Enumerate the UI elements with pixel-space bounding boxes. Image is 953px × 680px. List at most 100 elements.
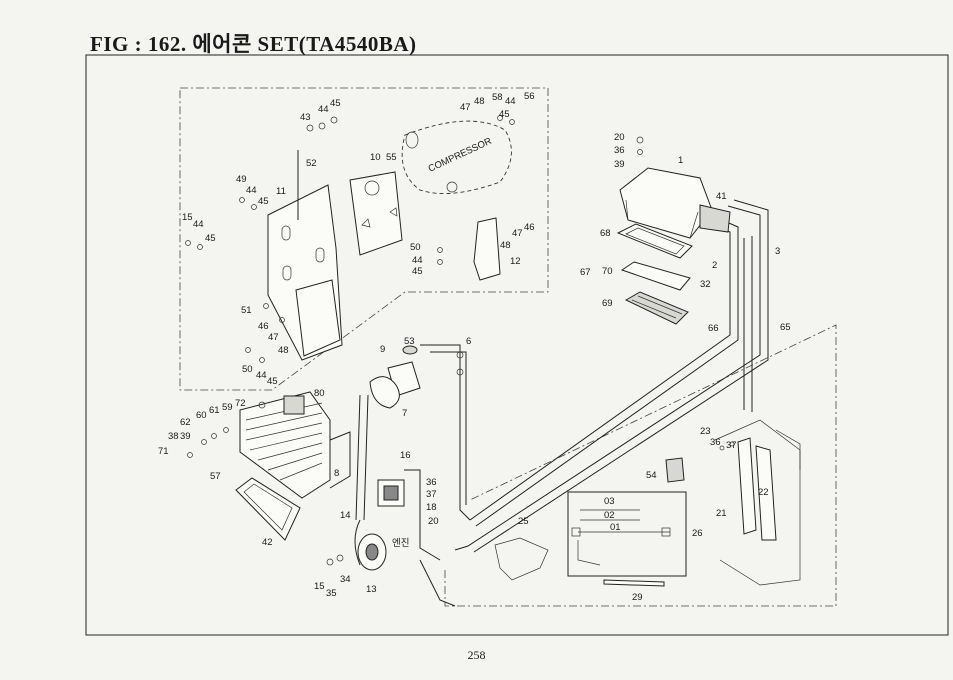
callout-c68: 68 [600,228,611,239]
callout-c71: 71 [158,446,169,457]
callout-c58: 58 [492,92,503,103]
panel-54 [665,457,685,483]
callout-c01: 01 [610,522,621,533]
callout-c14: 14 [340,510,351,521]
callout-c44e: 44 [256,370,267,381]
callout-c45f: 45 [499,109,510,120]
callout-c42: 42 [262,537,273,548]
harness-frame [567,491,687,577]
callout-numbers: 1236789101112131415151618202021222325262… [158,91,791,603]
callout-c26: 26 [692,528,703,539]
callout-c15b: 15 [314,581,325,592]
callout-c44d: 44 [412,255,423,266]
cab-structure [714,419,801,586]
callout-c48b: 48 [278,345,289,356]
callout-c34: 34 [340,574,351,585]
callout-c18: 18 [426,502,437,513]
callout-c39a: 39 [614,159,625,170]
compressor-group-frame [179,87,549,391]
callout-c52: 52 [306,158,317,169]
callout-c10: 10 [370,152,381,163]
callout-c53: 53 [404,336,415,347]
callout-c20a: 20 [614,132,625,143]
callout-c54: 54 [646,470,657,481]
callout-c72: 72 [235,398,246,409]
callout-c38: 38 [168,431,179,442]
callout-c43: 43 [300,112,311,123]
callout-c16: 16 [400,450,411,461]
callout-c39b: 39 [180,431,191,442]
callout-c36b: 36 [710,437,721,448]
callout-c8: 8 [334,468,339,479]
callout-c60: 60 [196,410,207,421]
callout-c45a: 45 [330,98,341,109]
callout-c22: 22 [758,487,769,498]
callout-c37a: 37 [726,440,737,451]
cab-group-frame [444,324,837,607]
callout-c49: 49 [236,174,247,185]
callout-c67: 67 [580,267,591,278]
callout-c20b: 20 [428,516,439,527]
callout-c66: 66 [708,323,719,334]
callout-c45d: 45 [412,266,423,277]
evaporator-filters [616,223,693,325]
callout-c65: 65 [780,322,791,333]
bracket-11 [267,184,343,361]
callout-c44c: 44 [193,219,204,230]
callout-c51: 51 [241,305,252,316]
fasteners [185,115,735,566]
receiver-drier [369,345,421,409]
callout-c44b: 44 [246,185,257,196]
callout-c50b: 50 [242,364,253,375]
callout-c80: 80 [314,388,325,399]
callout-c23: 23 [700,426,711,437]
callout-c44f: 44 [505,96,516,107]
callout-c46a: 46 [258,321,269,332]
callout-c37b: 37 [426,489,437,500]
callout-c62: 62 [180,417,191,428]
callout-c02: 02 [604,510,615,521]
callout-c55: 55 [386,152,397,163]
compressor-mount-plate [349,171,403,256]
callout-c61: 61 [209,405,220,416]
callout-c57: 57 [210,471,221,482]
engine-label: 엔진 [392,538,409,549]
callout-c03: 03 [604,496,615,507]
callout-c45c: 45 [205,233,216,244]
callout-c7: 7 [402,408,407,419]
callout-c32: 32 [700,279,711,290]
evaporator-unit [619,167,731,239]
callout-c46b: 46 [524,222,535,233]
callout-c36c: 36 [426,477,437,488]
callout-c47c: 47 [512,228,523,239]
figure-title: FIG : 162. 에어콘 SET(TA4540BA) [90,32,417,56]
callout-c69: 69 [602,298,613,309]
compressor-label: COMPRESSOR [427,136,494,175]
callout-c47b: 47 [268,332,279,343]
wiring-harness [571,509,671,587]
bracket-12 [473,217,501,281]
callout-c44a: 44 [318,104,329,115]
callout-c29: 29 [632,592,643,603]
callout-c9: 9 [380,344,385,355]
compressor: COMPRESSOR [401,120,512,194]
callout-c1: 1 [678,155,683,166]
callout-c48c: 48 [500,240,511,251]
callout-c45b: 45 [258,196,269,207]
callout-c48a: 48 [474,96,485,107]
callout-c12: 12 [510,256,521,267]
page-number: 258 [467,648,486,662]
belt-assembly [354,394,387,571]
callout-c6: 6 [466,336,471,347]
outer-frame [85,54,949,636]
callout-c3: 3 [775,246,780,257]
callout-c2: 2 [712,260,717,271]
condenser [239,391,331,499]
callout-c13: 13 [366,584,377,595]
callout-c35: 35 [326,588,337,599]
callout-c15a: 15 [182,212,193,223]
callout-c45e: 45 [267,376,278,387]
expansion-valve [377,469,441,561]
callout-c59: 59 [222,402,233,413]
